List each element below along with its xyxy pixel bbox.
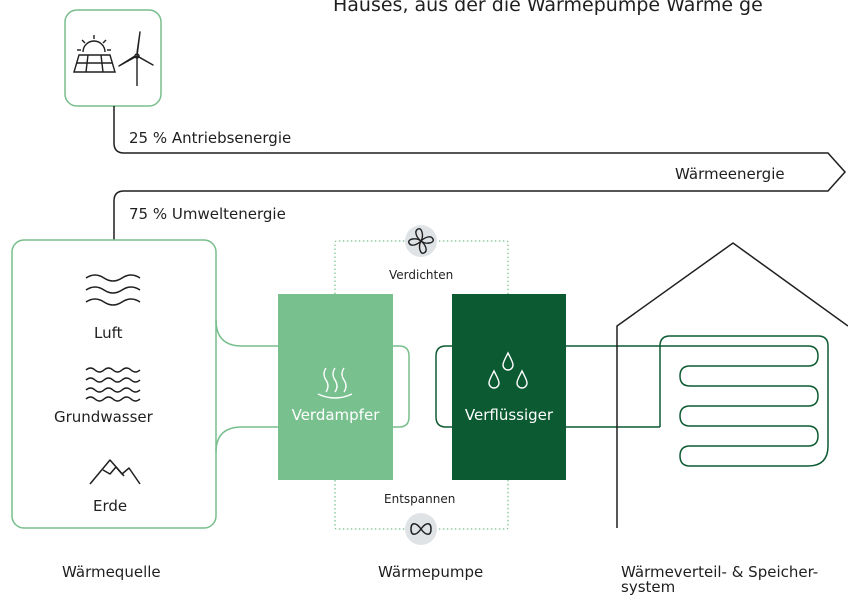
evaporator-label: Verdampfer: [291, 406, 380, 424]
distribution-caption: Wärmeverteil- & Speicher-: [621, 563, 819, 581]
solar-panel-icon: [73, 35, 116, 73]
compress-circuit: [334, 240, 509, 294]
heat-waves-icon: [317, 367, 353, 399]
water-icon: [85, 367, 141, 402]
evaporator-box: [278, 294, 393, 480]
heat-source-caption: Wärmequelle: [62, 563, 161, 581]
groundwater-label: Grundwasser: [54, 408, 153, 426]
air-icon: [85, 274, 141, 306]
droplets-icon: [488, 351, 528, 389]
renewable-source-box: [64, 9, 162, 107]
drive-energy-line: [113, 106, 847, 192]
heat-energy-label: Wärmeenergie: [675, 165, 785, 183]
air-label: Luft: [94, 324, 123, 342]
source-connector-bottom: [215, 426, 278, 453]
heat-source-box: [11, 239, 217, 529]
earth-mountain-icon: [89, 459, 141, 485]
condenser-box: [452, 294, 566, 480]
expand-label: Entspannen: [384, 492, 456, 506]
house-outline: [616, 242, 848, 528]
condenser-coil: [435, 345, 452, 428]
drive-energy-label: 25 % Antriebsenergie: [129, 129, 292, 147]
fan-icon: [408, 228, 434, 254]
expand-circuit: [334, 480, 509, 530]
heat-pump-caption: Wärmepumpe: [378, 563, 484, 581]
compress-label: Verdichten: [389, 268, 454, 282]
ambient-energy-line: [113, 190, 125, 240]
expansion-valve-icon: [410, 523, 432, 535]
condenser-label: Verflüssiger: [464, 406, 554, 424]
distribution-caption-line2: system: [621, 578, 676, 596]
ambient-energy-label: 75 % Umweltenergie: [129, 205, 286, 223]
earth-label: Erde: [93, 497, 128, 515]
header-fragment-text: Hauses, aus der die Wärmepumpe Wärme ge: [333, 0, 763, 16]
source-connector-top: [215, 319, 278, 347]
floor-heating-coil: [638, 335, 829, 467]
wind-turbine-icon: [118, 31, 154, 86]
evaporator-coil: [393, 345, 410, 428]
